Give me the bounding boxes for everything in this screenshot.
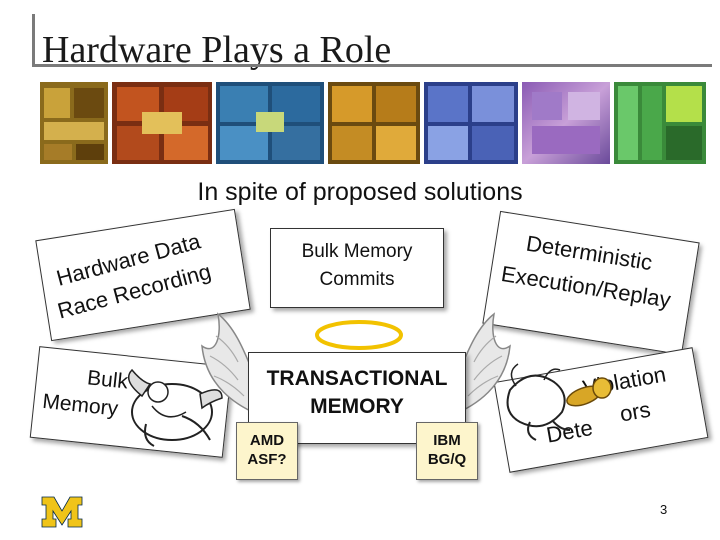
processor-die-image — [328, 82, 420, 164]
card-line: Bulk Memory — [301, 241, 413, 262]
processor-die-image — [522, 82, 610, 164]
bulk-memory-commits-card: Bulk Memory Commits — [270, 228, 444, 308]
amd-asf-note: AMD ASF? — [236, 422, 298, 480]
cherub-devil-icon — [127, 368, 223, 447]
vendor-line: IBM — [433, 432, 461, 449]
transactional-memory-label: TRANSACTIONAL MEMORY — [249, 365, 465, 421]
ibm-bgq-label: IBM BG/Q — [417, 431, 477, 469]
vendor-line: BG/Q — [427, 451, 467, 468]
amd-asf-label: AMD ASF? — [237, 431, 297, 469]
vendor-line: AMD — [249, 432, 285, 449]
slide-subtitle: In spite of proposed solutions — [197, 178, 523, 206]
processor-die-image — [216, 82, 324, 164]
card-line: ors — [617, 396, 653, 427]
title-rule-vertical — [32, 14, 35, 64]
processor-die-image — [112, 82, 212, 164]
tm-line: MEMORY — [310, 395, 404, 418]
page-number: 3 — [660, 502, 668, 517]
halo-icon — [315, 320, 403, 350]
block-m-logo — [41, 496, 83, 528]
card-line: Memory — [41, 389, 120, 421]
processor-die-image — [40, 82, 108, 164]
cherub-devil-icon — [506, 363, 612, 441]
processor-die-image — [424, 82, 518, 164]
card-line: Commits — [319, 269, 395, 290]
tm-line: TRANSACTIONAL — [266, 367, 448, 390]
processor-die-image — [614, 82, 706, 164]
vendor-line: ASF? — [247, 451, 287, 468]
title-rule-horizontal — [32, 64, 712, 67]
ibm-bgq-note: IBM BG/Q — [416, 422, 478, 480]
